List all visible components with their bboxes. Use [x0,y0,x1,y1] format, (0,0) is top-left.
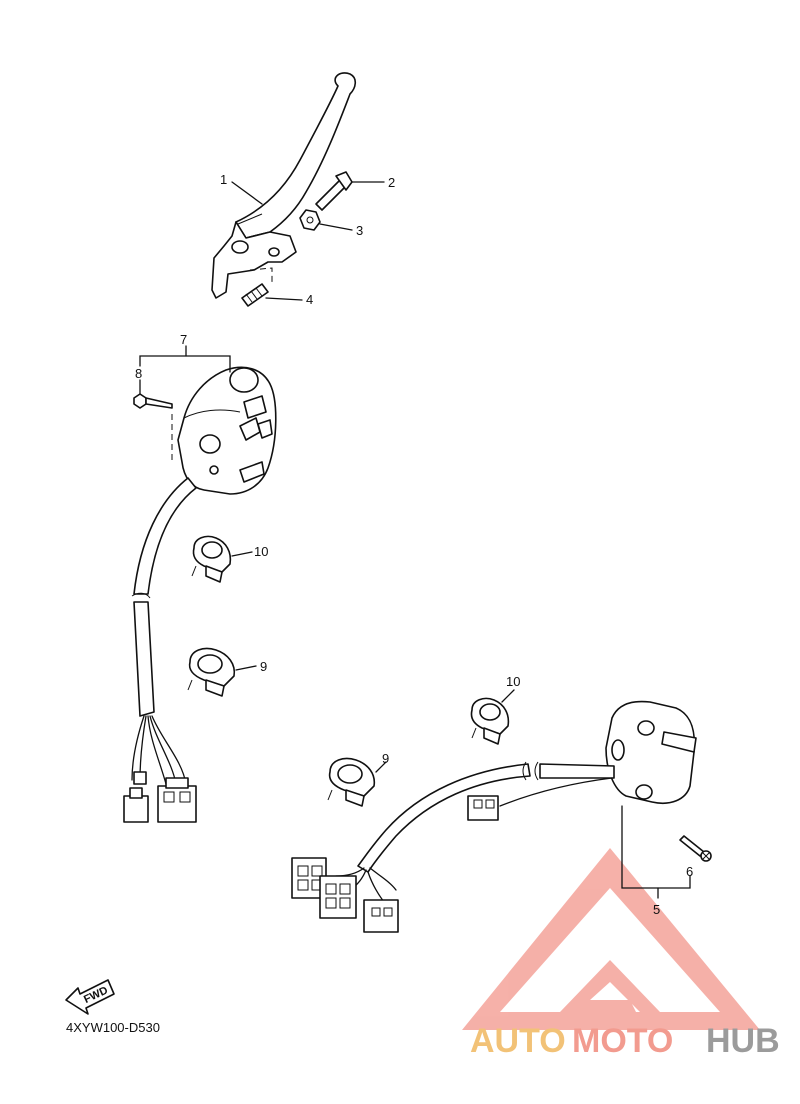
callout-leader-9b [375,761,387,773]
watermark-g-shape [560,960,660,1012]
callout-8: 8 [135,366,142,381]
lever-guide-line [249,267,273,282]
watermark-auto: AUTO [470,1022,566,1060]
callout-2: 2 [388,175,395,190]
clamp-part-10-right [470,697,510,745]
callout-leader-9a [235,665,257,671]
clamp-part-9-right [327,757,376,807]
callout-9b: 9 [382,751,389,766]
callout-7: 7 [180,332,187,347]
callout-leader-10b [501,689,515,703]
nut-part-3 [299,209,321,231]
callout-4: 4 [306,292,313,307]
left-switch-part-7 [177,366,277,495]
spring-part-4 [241,283,269,307]
callout-leader-3 [319,223,353,231]
callout-5: 5 [653,902,660,917]
screw-part-8 [133,393,173,409]
callout-leader-1 [231,181,263,205]
callout-bracket-5 [621,805,691,889]
right-switch-part-5 [605,700,697,804]
watermark-hub: HUB [706,1022,780,1060]
callout-6: 6 [686,864,693,879]
right-switch-cable [291,761,615,933]
left-switch-cable [123,477,197,823]
callout-3: 3 [356,223,363,238]
clamp-part-10-left [191,535,232,583]
callout-bracket-7 [139,355,231,373]
callout-leader-10a [231,551,253,557]
clamp-part-9-left [187,647,236,697]
watermark-logo: AUTO MOTO HUB [462,848,780,1060]
callout-10b: 10 [506,674,520,689]
lever-part-1 [211,72,357,299]
callout-leader-4 [265,297,303,301]
bolt-part-2 [315,171,353,211]
callout-9a: 9 [260,659,267,674]
callout-10a: 10 [254,544,268,559]
diagram-code: 4XYW100-D530 [66,1020,160,1035]
watermark-moto: MOTO [572,1022,673,1060]
screw-part-6 [679,835,712,862]
watermark-triangle [462,848,760,1030]
fwd-arrow-icon: FWD [65,979,115,1015]
callout-1: 1 [220,172,227,187]
